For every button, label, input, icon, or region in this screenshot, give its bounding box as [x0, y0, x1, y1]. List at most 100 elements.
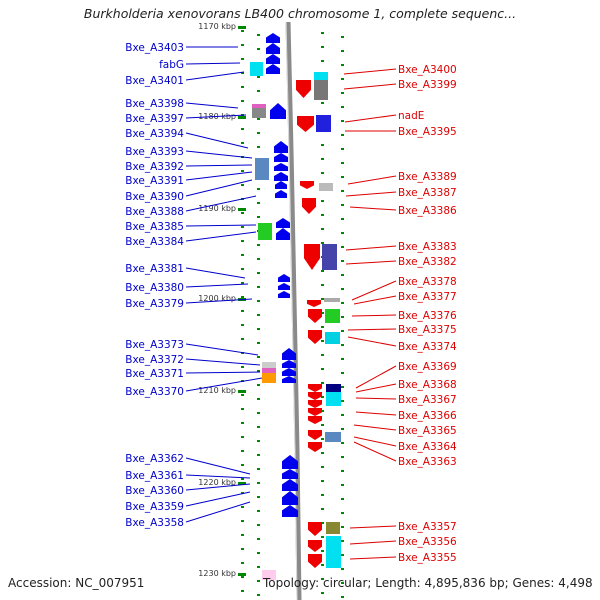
right-gene-label: nadE: [398, 110, 424, 122]
left-gene-label: Bxe_A3403: [125, 42, 184, 54]
forward-gene: [282, 469, 298, 479]
scale-label: 1170 kbp: [198, 22, 236, 31]
forward-gene: [282, 505, 298, 517]
label-connector: [347, 175, 397, 185]
gene-feature-box: [326, 536, 341, 568]
forward-gene: [282, 360, 296, 368]
right-gene-label: Bxe_A3364: [398, 441, 457, 453]
label-connector: [343, 83, 397, 90]
left-gene-label: Bxe_A3359: [125, 501, 184, 513]
label-connector: [355, 397, 397, 400]
label-connector: [351, 280, 397, 301]
label-connector: [185, 179, 253, 197]
left-gene-label: fabG: [159, 59, 184, 71]
gene-feature-box: [252, 104, 266, 108]
label-connector: [185, 231, 257, 242]
gene-feature-box: [262, 362, 276, 368]
label-connector: [355, 383, 397, 393]
forward-gene: [282, 376, 296, 383]
label-connector: [353, 441, 397, 462]
forward-gene: [282, 479, 298, 491]
reverse-gene: [308, 540, 322, 552]
forward-gene: [274, 172, 288, 181]
label-connector: [185, 114, 247, 119]
forward-gene: [270, 103, 286, 119]
gene-feature-box: [250, 62, 263, 76]
gene-feature-box: [325, 332, 340, 344]
right-gene-label: Bxe_A3389: [398, 171, 457, 183]
forward-gene: [266, 64, 280, 74]
label-connector: [185, 164, 253, 167]
label-connector: [353, 436, 397, 447]
scale-label: 1200 kbp: [198, 294, 236, 303]
gene-feature-box: [255, 158, 269, 180]
reverse-gene: [308, 309, 322, 323]
right-gene-label: Bxe_A3357: [398, 521, 457, 533]
forward-gene: [278, 291, 290, 298]
reverse-gene: [307, 300, 321, 307]
label-connector: [343, 68, 397, 75]
right-gene-label: Bxe_A3399: [398, 79, 457, 91]
label-connector: [185, 457, 251, 475]
label-connector: [185, 171, 253, 181]
label-connector: [185, 298, 253, 304]
gene-feature-box: [314, 72, 328, 80]
forward-gene: [274, 141, 288, 153]
label-connector: [347, 328, 397, 331]
label-connector: [349, 556, 397, 560]
right-gene-label: Bxe_A3366: [398, 410, 457, 422]
label-connector: [185, 377, 263, 392]
left-gene-label: Bxe_A3360: [125, 485, 184, 497]
gene-feature-box: [316, 115, 331, 132]
reverse-gene: [302, 198, 316, 214]
reverse-gene: [308, 442, 322, 452]
label-connector: [355, 411, 397, 416]
left-gene-label: Bxe_A3372: [125, 354, 184, 366]
label-connector: [185, 132, 249, 149]
label-connector: [345, 245, 397, 251]
right-gene-label: Bxe_A3355: [398, 552, 457, 564]
label-connector: [344, 114, 397, 123]
gene-feature-box: [262, 373, 276, 383]
label-connector: [185, 371, 261, 374]
reverse-gene: [308, 416, 322, 424]
left-gene-label: Bxe_A3379: [125, 298, 184, 310]
forward-gene: [266, 54, 280, 64]
topology-label: Topology: circular; Length: 4,895,836 bp…: [263, 576, 593, 590]
right-gene-label: Bxe_A3363: [398, 456, 457, 468]
left-gene-label: Bxe_A3391: [125, 175, 184, 187]
gene-feature-box: [258, 223, 272, 240]
forward-gene: [278, 274, 290, 282]
gene-feature-box: [314, 80, 328, 100]
forward-gene: [275, 181, 287, 189]
label-connector: [353, 295, 397, 305]
left-gene-label: Bxe_A3401: [125, 75, 184, 87]
label-connector: [351, 314, 397, 317]
label-connector: [185, 474, 251, 479]
right-gene-label: Bxe_A3369: [398, 361, 457, 373]
label-connector: [185, 358, 261, 366]
label-connector: [345, 191, 397, 197]
reverse-gene: [300, 181, 314, 189]
gene-feature-box: [262, 570, 276, 580]
gene-feature-box: [325, 432, 341, 442]
forward-gene: [274, 163, 288, 171]
left-gene-label: Bxe_A3393: [125, 146, 184, 158]
label-connector: [185, 195, 257, 212]
reverse-gene: [308, 392, 322, 400]
right-gene-label: Bxe_A3387: [398, 187, 457, 199]
gene-feature-box: [325, 309, 340, 323]
right-gene-label: Bxe_A3386: [398, 205, 457, 217]
reverse-gene: [308, 430, 322, 440]
right-gene-label: Bxe_A3375: [398, 324, 457, 336]
right-gene-label: Bxe_A3395: [398, 126, 457, 138]
left-gene-label: Bxe_A3385: [125, 221, 184, 233]
reverse-gene: [308, 408, 322, 416]
scale-label: 1230 kbp: [198, 569, 236, 578]
left-gene-label: Bxe_A3370: [125, 386, 184, 398]
right-gene-label: Bxe_A3378: [398, 276, 457, 288]
right-gene-label: Bxe_A3382: [398, 256, 457, 268]
right-gene-label: Bxe_A3383: [398, 241, 457, 253]
